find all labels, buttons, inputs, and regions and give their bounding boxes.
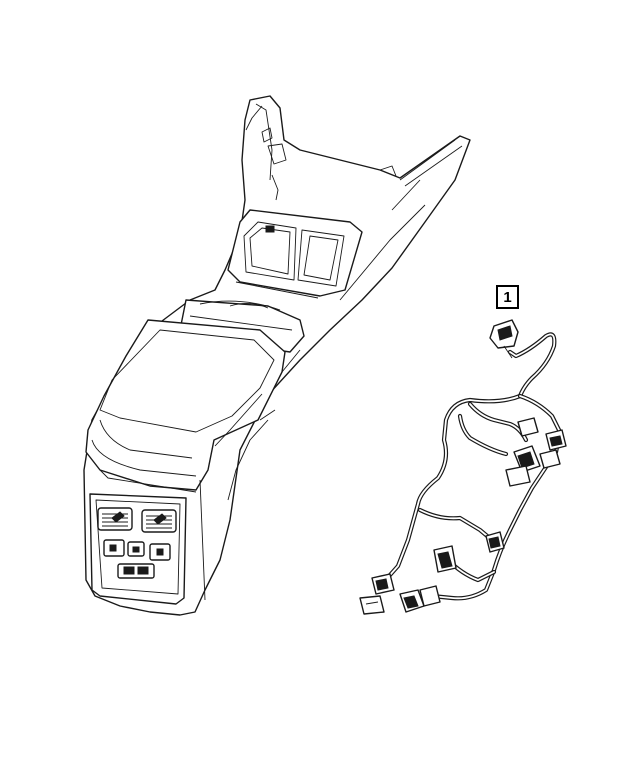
harness-connector-upper [505, 417, 567, 487]
harness-connector-lower [359, 573, 441, 615]
connector-part-1 [489, 319, 519, 359]
harness-connector-mid [433, 531, 505, 573]
center-console [83, 95, 471, 616]
callout-1: 1 [496, 285, 519, 309]
callout-1-label: 1 [503, 288, 512, 306]
wiring-harness [359, 319, 567, 615]
